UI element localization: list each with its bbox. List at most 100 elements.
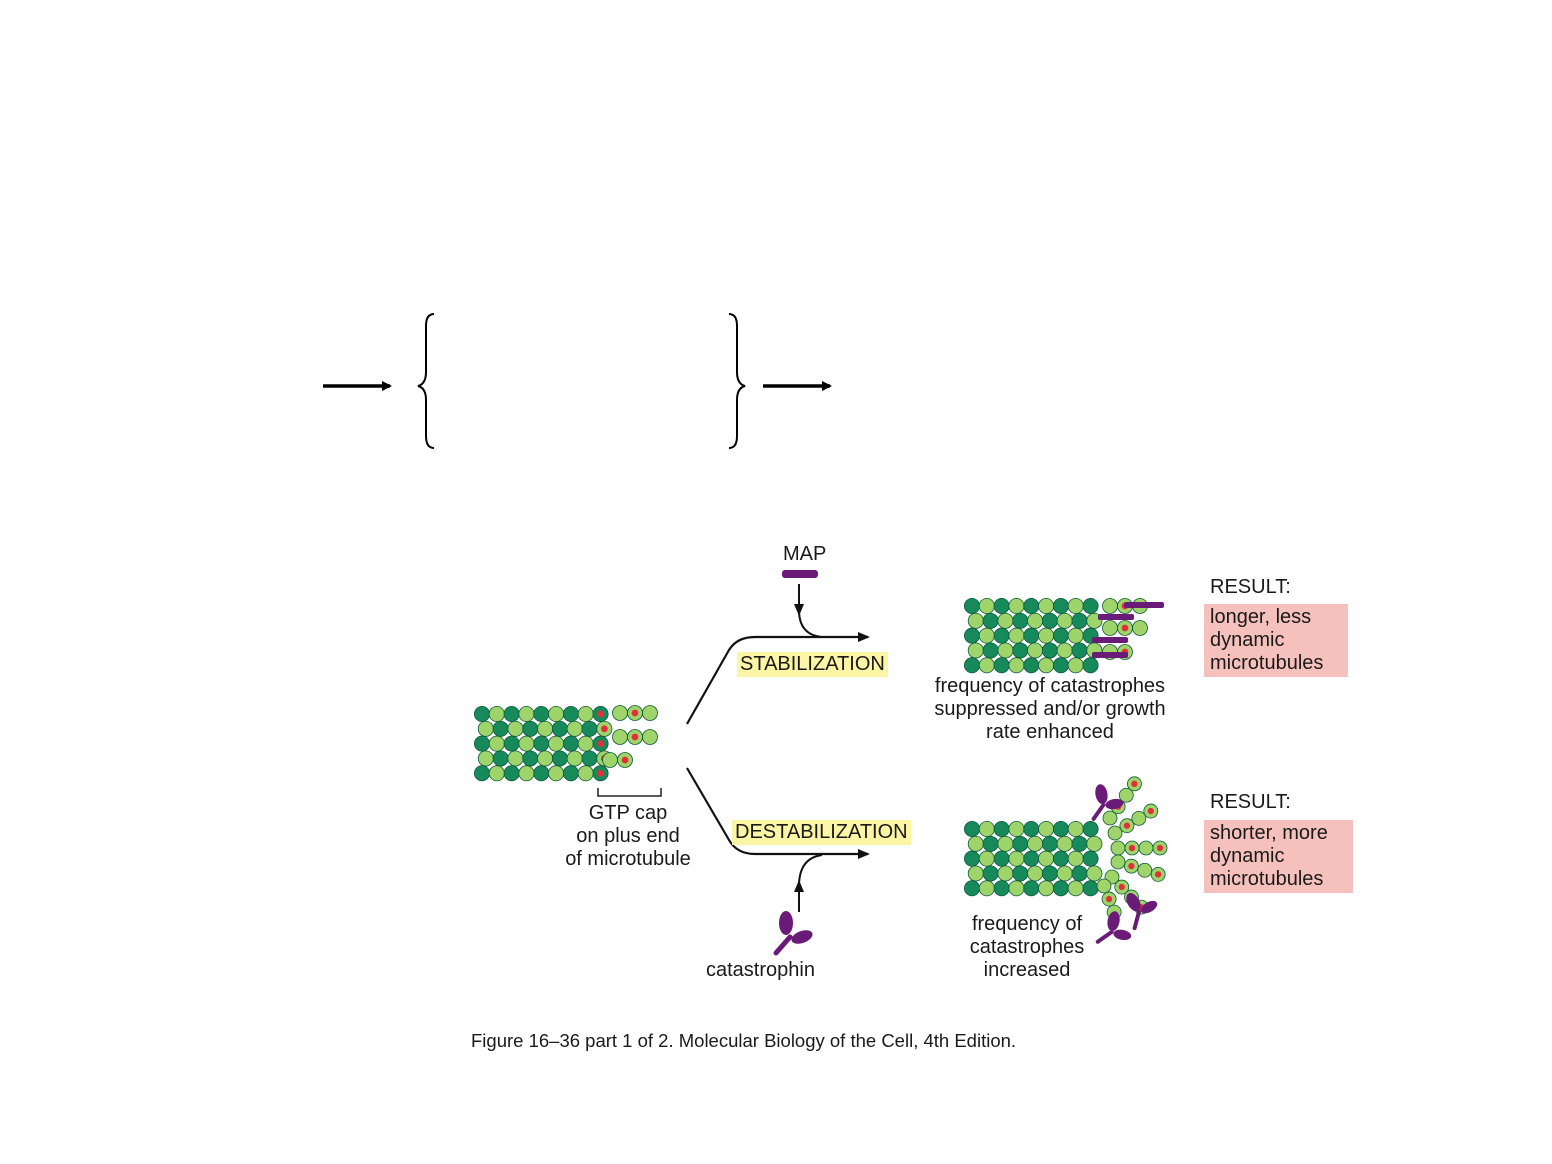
result-unstable-box: shorter, more dynamic microtubules <box>1204 820 1353 893</box>
tubulin-subunit <box>488 735 505 752</box>
tubulin-subunit <box>1071 642 1088 659</box>
gtp-cap-line-3: of microtubule <box>565 848 691 870</box>
tubulin-subunit <box>982 865 999 882</box>
tubulin-subunit <box>577 765 594 782</box>
tubulin-subunit <box>1102 810 1118 826</box>
tubulin-subunit <box>993 850 1010 867</box>
catastrophin-bound <box>1091 784 1124 821</box>
tubulin-subunit <box>548 765 565 782</box>
tubulin-subunit <box>1027 865 1044 882</box>
tubulin-subunit <box>518 765 535 782</box>
tubulin-subunit <box>1067 880 1084 897</box>
tubulin-subunit <box>964 627 981 644</box>
unstable-note-line-3: increased <box>983 959 1071 981</box>
gtp-marker <box>1121 624 1129 632</box>
map-bound <box>1092 637 1128 643</box>
tubulin-subunit <box>518 735 535 752</box>
gtp-marker <box>597 769 604 777</box>
gtp-marker <box>600 725 608 733</box>
tubulin-subunit <box>1071 865 1088 882</box>
tubulin-subunit <box>1102 620 1118 636</box>
gtp-marker <box>1118 883 1125 891</box>
tubulin-subunit <box>1008 598 1025 615</box>
tubulin-subunit <box>967 865 984 882</box>
figure-caption: Figure 16–36 part 1 of 2. Molecular Biol… <box>471 1030 1017 1051</box>
tubulin-subunit <box>1071 612 1088 629</box>
tubulin-subunit <box>1107 825 1123 841</box>
tubulin-subunit <box>1012 865 1029 882</box>
gtp-cap-line-1: GTP cap <box>588 802 668 824</box>
tubulin-subunit <box>1110 840 1126 856</box>
tubulin-subunit <box>1041 835 1058 852</box>
catastrophin-input-arrow <box>798 854 823 912</box>
tubulin-subunit <box>612 705 628 721</box>
tubulin-subunit <box>1012 612 1029 629</box>
tubulin-subunit <box>993 657 1010 674</box>
tubulin-subunit <box>993 821 1010 838</box>
catastrophin-bound <box>1126 893 1158 931</box>
tubulin-subunit <box>997 642 1014 659</box>
tubulin-subunit <box>642 705 658 721</box>
tubulin-subunit <box>978 880 995 897</box>
gtp-marker <box>631 709 639 717</box>
tubulin-subunit <box>1082 850 1099 867</box>
map-label: MAP <box>783 543 827 565</box>
tubulin-subunit <box>548 706 565 723</box>
tubulin-subunit <box>533 765 550 782</box>
tubulin-subunit <box>492 720 509 737</box>
tubulin-subunit <box>492 750 509 767</box>
tubulin-subunit <box>551 750 568 767</box>
tubulin-subunit <box>1038 598 1055 615</box>
tubulin-subunit <box>612 729 628 745</box>
tubulin-subunit <box>473 735 490 752</box>
tubulin-subunit <box>1131 810 1147 826</box>
tubulin-subunit <box>581 750 598 767</box>
tubulin-subunit <box>1008 627 1025 644</box>
tubulin-subunit <box>477 720 494 737</box>
tubulin-subunit <box>537 750 554 767</box>
tubulin-subunit <box>533 706 550 723</box>
gtp-cap-line-2: on plus end <box>576 825 680 847</box>
tubulin-subunit <box>577 706 594 723</box>
tubulin-subunit <box>967 642 984 659</box>
result-unstable-line-2: dynamic <box>1210 845 1285 867</box>
tubulin-subunit <box>997 865 1014 882</box>
branch-arrows <box>686 584 870 912</box>
tubulin-subunit <box>1012 835 1029 852</box>
tubulin-subunit <box>1027 835 1044 852</box>
tubulin-subunit <box>1038 880 1055 897</box>
tubulin-subunit <box>964 850 981 867</box>
tubulin-subunit <box>978 821 995 838</box>
tubulin-subunit <box>997 612 1014 629</box>
right-brace <box>728 313 746 449</box>
map-input-arrow <box>798 584 823 638</box>
tubulin-subunit <box>982 835 999 852</box>
gtp-marker <box>1147 807 1154 815</box>
tubulin-subunit <box>964 657 981 674</box>
tubulin-subunit <box>1137 862 1153 878</box>
tubulin-subunit <box>562 765 579 782</box>
tubulin-subunit <box>1056 835 1073 852</box>
tubulin-subunit <box>503 706 520 723</box>
tubulin-subunit <box>1082 657 1099 674</box>
tubulin-subunit <box>566 750 583 767</box>
tubulin-subunit <box>964 880 981 897</box>
tubulin-subunit <box>1008 821 1025 838</box>
tubulin-subunit <box>1082 821 1099 838</box>
tubulin-subunit <box>993 598 1010 615</box>
tubulin-subunit <box>1052 627 1069 644</box>
tubulin-subunit <box>1071 835 1088 852</box>
tubulin-subunit <box>1067 657 1084 674</box>
unstable-note-line-1: frequency of <box>971 913 1083 935</box>
tubulin-subunit <box>507 720 524 737</box>
gtp-marker <box>1123 822 1131 829</box>
gtp-marker <box>597 710 604 718</box>
tubulin-subunit <box>1052 850 1069 867</box>
tubulin-subunit <box>507 750 524 767</box>
tubulin-subunit <box>978 657 995 674</box>
tubulin-subunit <box>1012 642 1029 659</box>
tubulin-subunit <box>1138 840 1154 856</box>
tubulin-subunit <box>1052 821 1069 838</box>
tubulin-subunit <box>503 735 520 752</box>
